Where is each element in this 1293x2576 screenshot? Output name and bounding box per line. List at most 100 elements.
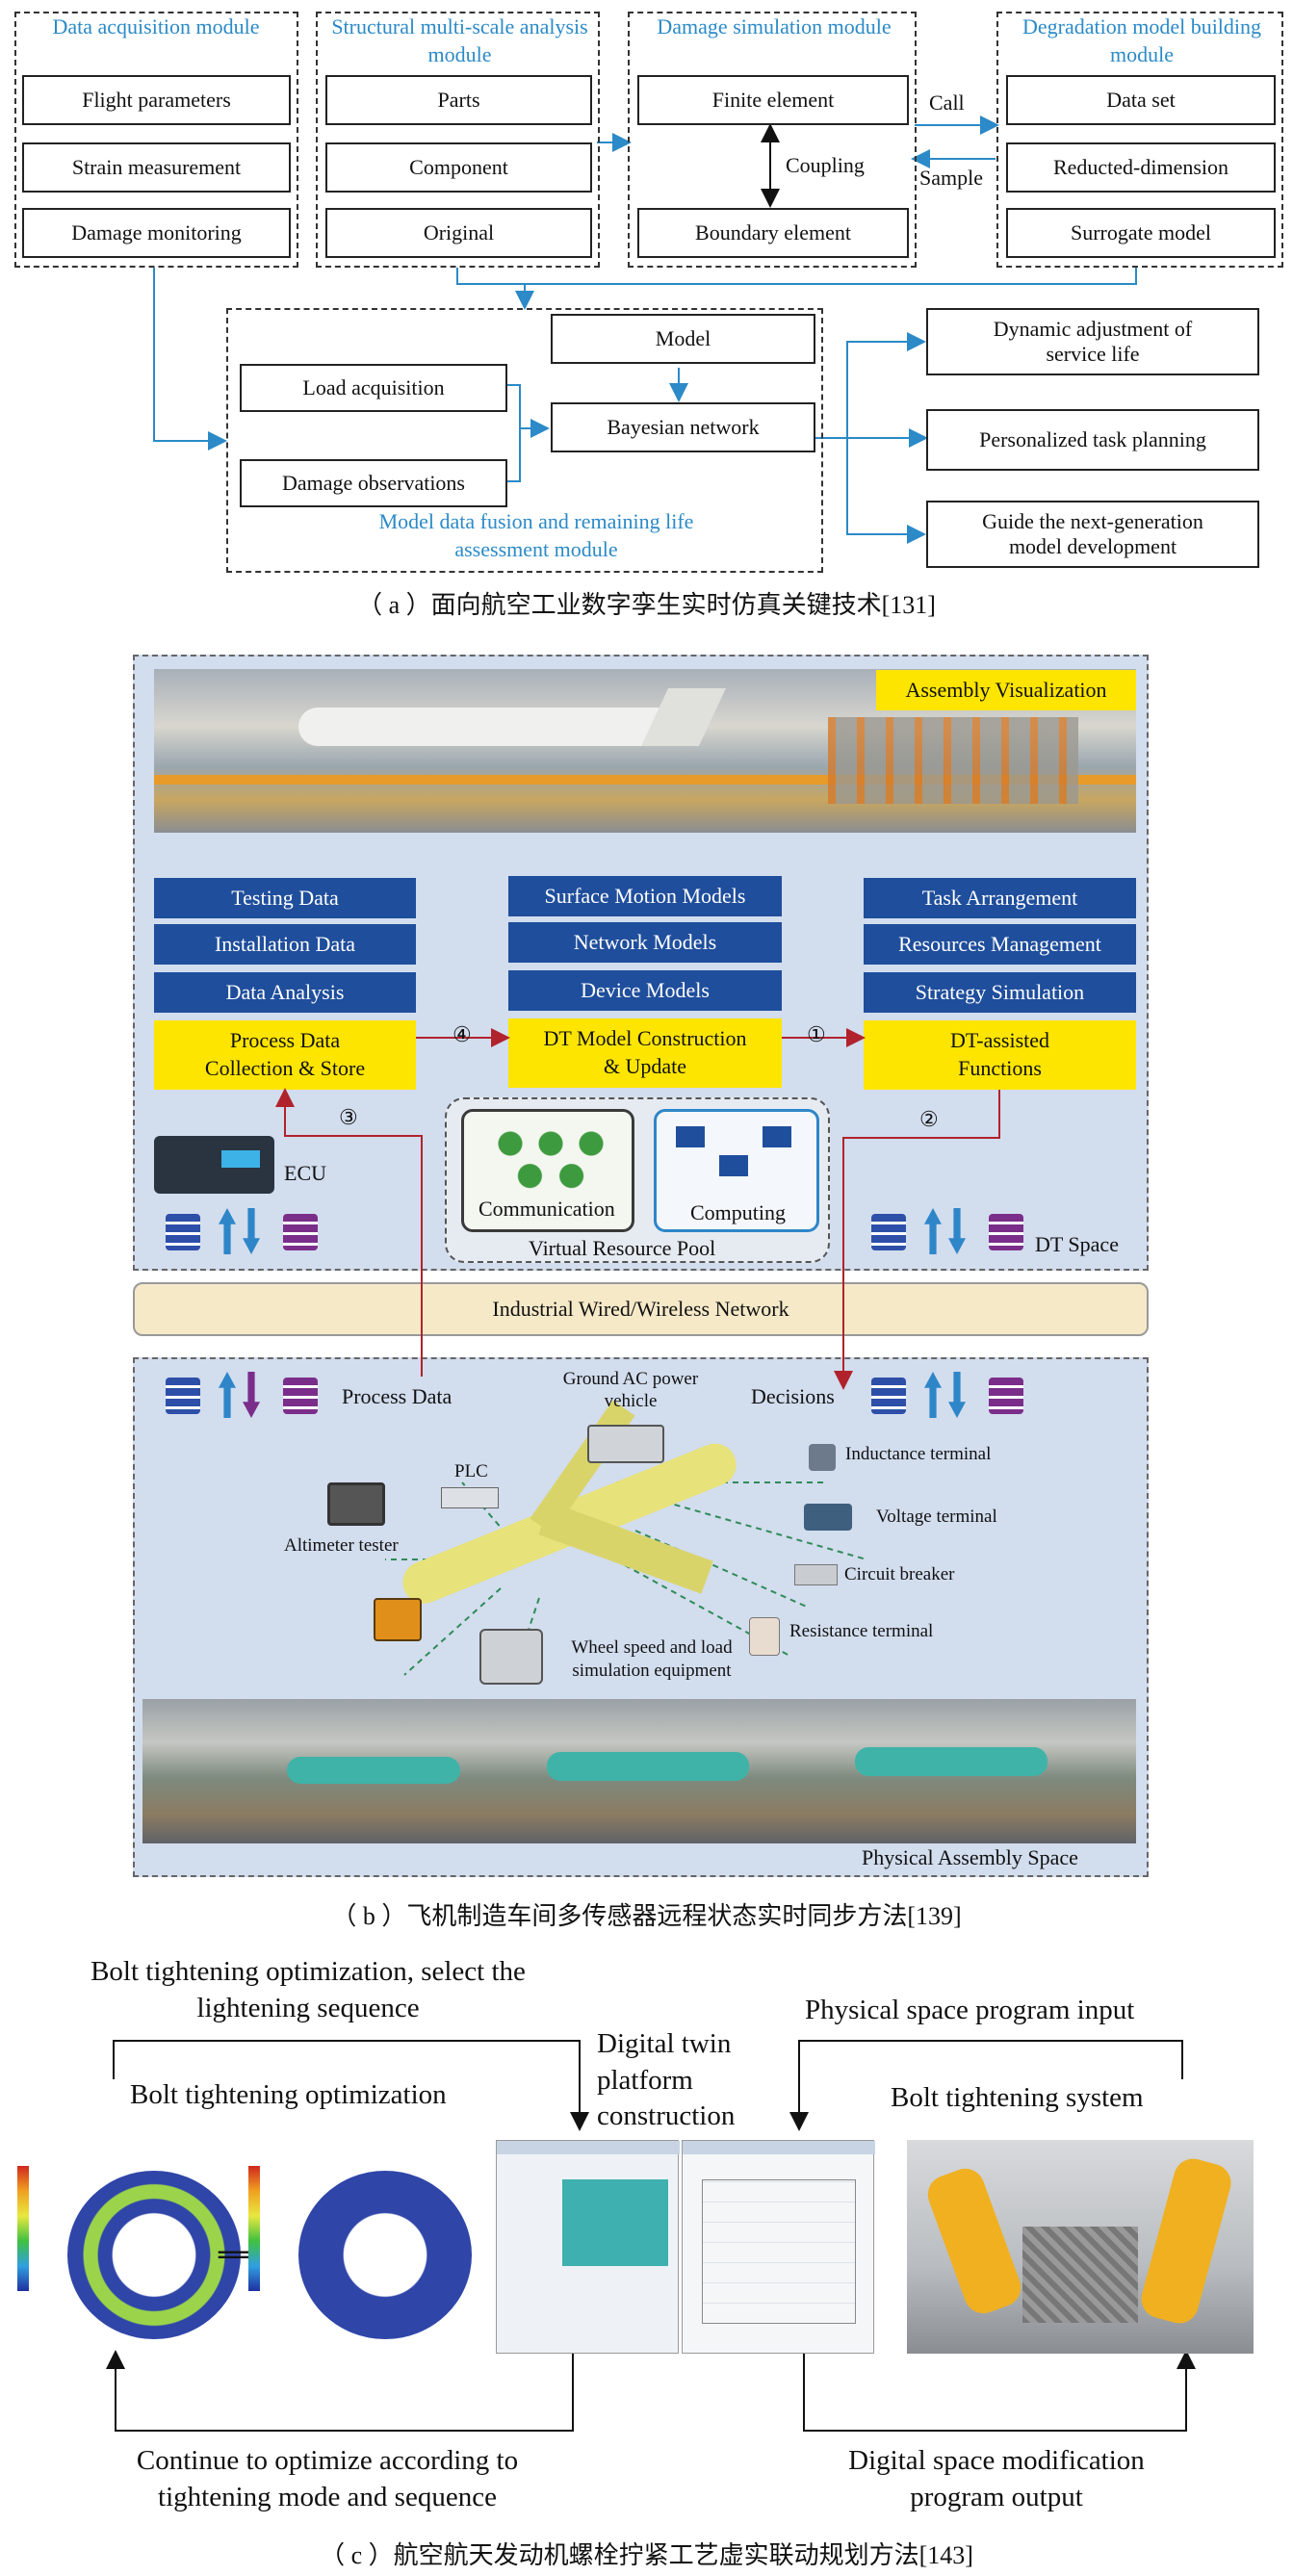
- degradation-title: Degradation model building module: [1021, 14, 1262, 66]
- wheel-speed-equipment-icon: [479, 1629, 543, 1685]
- altimeter-tester-label: Altimeter tester: [284, 1535, 399, 1556]
- decisions-icon: [871, 1372, 1030, 1418]
- bolt-tightening-robot-photo: [907, 2140, 1254, 2354]
- installation-data-box: Installation Data: [154, 924, 416, 965]
- ecu-label: ECU: [284, 1161, 326, 1185]
- inductance-terminal-icon: [809, 1444, 836, 1471]
- fea-legend-before: [17, 2166, 29, 2291]
- communication-panel: Communication: [461, 1109, 634, 1232]
- flight-parameters-box: Flight parameters: [22, 75, 291, 125]
- acquisition-title: Data acquisition module: [52, 14, 260, 39]
- process-data-label: Process Data: [342, 1384, 453, 1408]
- step-2-label: ②: [919, 1107, 939, 1131]
- resistance-terminal-label: Resistance terminal: [789, 1621, 934, 1641]
- caption-b: （ b ）飞机制造车间多传感器远程状态实时同步方法[139]: [331, 1902, 962, 1930]
- right-sync-icon: [871, 1208, 1030, 1254]
- network-label: Industrial Wired/Wireless Network: [492, 1297, 789, 1321]
- simulation-module: Damage simulation module Finite element …: [628, 12, 917, 268]
- model-box: Model: [551, 314, 815, 364]
- parts-box: Parts: [325, 75, 592, 125]
- fea-legend-after: [248, 2166, 260, 2291]
- ground-ac-power-icon: [587, 1425, 664, 1463]
- fea-ring-after: [298, 2171, 472, 2339]
- panel-c: Bolt tightening optimization, select the…: [0, 1935, 1293, 2576]
- testing-data-box: Testing Data: [154, 878, 416, 918]
- tool-case-icon: [374, 1598, 422, 1641]
- output-task-planning: Personalized task planning: [926, 409, 1259, 471]
- panel-a: Data acquisition module Flight parameter…: [0, 0, 1293, 635]
- surrogate-model-box: Surrogate model: [1006, 208, 1276, 258]
- server-cluster-icon: [676, 1126, 801, 1184]
- simulation-title: Damage simulation module: [657, 14, 892, 39]
- strain-measurement-box: Strain measurement: [22, 142, 291, 193]
- dt-space-label: DT Space: [1035, 1232, 1119, 1256]
- step-3-label: ③: [339, 1105, 358, 1129]
- continue-optimize-label: Continue to optimize according to tighte…: [136, 2445, 519, 2512]
- circuit-breaker-icon: [794, 1564, 838, 1585]
- dt-software-screenshot-1: [496, 2140, 680, 2354]
- structural-title: Structural multi-scale analysis module: [331, 14, 588, 66]
- dt-software-screenshot-2: [682, 2140, 875, 2354]
- plc-icon: [441, 1487, 499, 1508]
- step-1-label: ①: [807, 1022, 826, 1046]
- surface-motion-models-box: Surface Motion Models: [508, 876, 782, 916]
- voltage-terminal-icon: [804, 1504, 852, 1531]
- bolt-optimization-label: Bolt tightening optimization: [130, 2079, 447, 2110]
- left-sync-icon: [166, 1208, 324, 1254]
- dt-model-construction-box: DT Model Construction & Update: [508, 1018, 782, 1088]
- factory-floor-photo: [142, 1699, 1136, 1843]
- task-arrangement-box: Task Arrangement: [864, 878, 1136, 918]
- virtual-resource-pool: Communication Computing Virtual Resource…: [445, 1097, 830, 1263]
- call-label: Call: [929, 90, 965, 115]
- device-models-box: Device Models: [508, 970, 782, 1011]
- program-input-label: Physical space program input: [805, 1995, 1135, 2025]
- voltage-terminal-label: Voltage terminal: [876, 1507, 997, 1527]
- network-bar: Industrial Wired/Wireless Network: [133, 1282, 1149, 1336]
- optimization-sequence-label: Bolt tightening optimization, select the…: [91, 1956, 526, 2023]
- load-acquisition-box: Load acquisition: [240, 364, 507, 412]
- degradation-module: Degradation model building module Data s…: [996, 12, 1283, 268]
- inductance-terminal-label: Inductance terminal: [845, 1444, 992, 1464]
- resources-management-box: Resources Management: [864, 924, 1136, 965]
- database-cluster-icon: [493, 1123, 608, 1191]
- ground-ac-power-label: Ground AC power vehicle: [562, 1369, 699, 1411]
- fusion-module: Load acquisition Damage observations Mod…: [226, 308, 823, 573]
- data-set-box: Data set: [1006, 75, 1276, 125]
- acquisition-module: Data acquisition module Flight parameter…: [14, 12, 298, 268]
- structural-module: Structural multi-scale analysis module P…: [316, 12, 600, 268]
- assembly-visualization-label: Assembly Visualization: [876, 670, 1136, 710]
- wheel-speed-equipment-label: Wheel speed and load simulation equipmen…: [571, 1637, 733, 1681]
- circuit-breaker-label: Circuit breaker: [844, 1564, 955, 1584]
- virtual-pool-label: Virtual Resource Pool: [529, 1236, 716, 1260]
- modification-output-label: Digital space modification program outpu…: [848, 2445, 1145, 2512]
- panel-b: Industrial Wired/Wireless Network Assemb…: [0, 635, 1293, 1935]
- dt-assisted-functions-box: DT-assisted Functions: [864, 1020, 1136, 1090]
- damage-monitoring-box: Damage monitoring: [22, 208, 291, 258]
- component-box: Component: [325, 142, 592, 193]
- caption-c: （ c ）航空航天发动机螺栓拧紧工艺虚实联动规划方法[143]: [320, 2541, 973, 2569]
- computing-panel: Computing: [654, 1109, 819, 1232]
- fusion-title: Model data fusion and remaining life ass…: [378, 509, 694, 561]
- altimeter-tester-icon: [327, 1482, 385, 1526]
- output-dynamic-adjustment: Dynamic adjustment of service life: [926, 308, 1259, 375]
- platform-construction-label: Digital twin platform construction: [597, 2028, 736, 2132]
- network-models-box: Network Models: [508, 922, 782, 963]
- caption-a: （ a ）面向航空工业数字孪生实时仿真关键技术[131]: [357, 591, 936, 619]
- damage-observations-box: Damage observations: [240, 459, 507, 507]
- reducted-dimension-box: Reducted-dimension: [1006, 142, 1276, 193]
- physical-space-label: Physical Assembly Space: [862, 1845, 1078, 1869]
- boundary-element-box: Boundary element: [637, 208, 909, 258]
- computing-label: Computing: [690, 1200, 787, 1224]
- panel-c-connectors: [106, 2040, 1196, 2432]
- process-data-collection-box: Process Data Collection & Store: [154, 1020, 416, 1090]
- coupling-label: Coupling: [786, 153, 865, 177]
- decisions-label: Decisions: [751, 1384, 835, 1408]
- finite-element-box: Finite element: [637, 75, 909, 125]
- ecu-device-icon: [154, 1136, 274, 1194]
- bayesian-network-box: Bayesian network: [551, 402, 815, 452]
- sample-label: Sample: [919, 166, 983, 190]
- resistance-terminal-icon: [749, 1617, 780, 1656]
- original-box: Original: [325, 208, 592, 258]
- tightening-system-label: Bolt tightening system: [891, 2082, 1144, 2113]
- fea-ring-before: [67, 2171, 241, 2339]
